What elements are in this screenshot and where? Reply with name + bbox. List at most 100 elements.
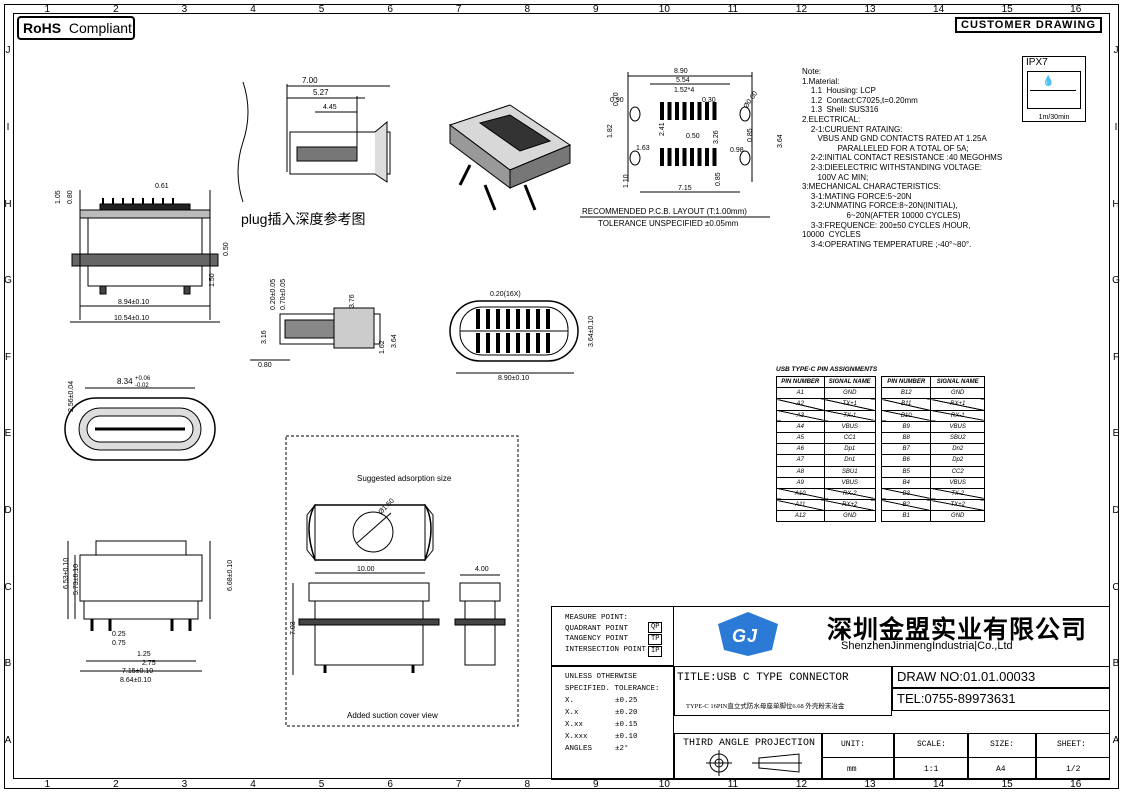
bottom-d-125: 1.25 [137,651,151,658]
grid-column-number: 9 [593,4,599,15]
pcb-d-030: 0.30 [702,97,716,104]
section-d-080: 0.80 [258,362,272,369]
grid-column-number: 4 [250,4,256,15]
tolerance-precision: X.xx [565,721,584,729]
pin-table-cell: B10 [880,409,932,422]
code-ip: IP [648,646,663,657]
size-label: SIZE: [990,740,1015,749]
grid-row-letter: E [1112,428,1120,440]
projection-label: THIRD ANGLE PROJECTION [683,738,816,749]
grid-row-letter: J [5,45,11,57]
rohs-badge: RoHS Compliant [17,16,135,40]
grid-column-number: 10 [658,4,670,15]
grid-column-number: 6 [387,779,393,790]
grid-column-number: 14 [933,4,945,15]
pin-table-cell: RX+1 [930,398,985,411]
measure-codes: QP TP IP [648,622,663,657]
drawing-frame [13,13,1110,779]
pin-table-cell: TX-1 [823,409,877,422]
side-view-drawing: 1.05 0.80 0.61 0.50 1.50 8.94±0.10 10.54… [55,183,230,323]
pcb-caption-1: RECOMMENDED P.C.B. LAYOUT (T:1.00mm) [582,207,747,216]
pin-table-cell: A7 [776,454,825,467]
front-d-890: 8.90±0.10 [498,375,529,382]
grid-row-letter: E [4,428,12,440]
pcb-d-715: 7.15 [678,185,692,192]
notes-block: Note: 1.Material: 1.1 Housing: LCP 1.2 C… [802,67,1003,249]
pin-table-cell: B11 [880,398,932,411]
plug-caption: plug插入深度参考图 [241,211,365,227]
grid-row-letter: A [4,734,12,746]
pin-table-cell: A12 [776,510,825,523]
section-view-drawing: 0.20±0.05 0.70±0.05 3.76 3.16 1.62 3.64 … [250,279,398,369]
plug-d-445: 4.45 [323,104,337,111]
pin-table-cell: Dp1 [823,443,877,456]
pcb-d-364: 3.64 [777,134,784,148]
face-view-drawing: 8.34 +0.06 -0.02 2.56±0.04 [64,376,216,461]
pin-table-cell: B9 [880,420,932,433]
pin-table-cell: A5 [776,431,825,445]
pin-table-cell: A2 [776,398,825,411]
bottom-d-573: 5.73±0.10 [73,564,80,595]
drawing-outer-border [4,4,1119,789]
tolerance-row: X.x±0.20 [565,707,660,719]
code-tp: TP [648,634,663,645]
pin-table-cell: RX+2 [823,499,877,512]
pin-table-cell: CC1 [823,431,877,445]
pcb-d-326: 3.26 [713,130,720,144]
grid-row-letter: C [4,581,12,593]
grid-column-number: 10 [658,779,670,790]
grid-column-number: 2 [113,4,119,15]
pin-table-cell: RX-2 [823,487,877,501]
pin-table-cell: VBUS [823,420,877,433]
title-block-divider [822,757,1110,758]
pcb-d-060: Ø0.60 [743,90,760,110]
pin-table-cell: A4 [776,420,825,433]
plug-d-527: 5.27 [313,88,329,97]
pin-table-header: SIGNAL NAME [930,375,985,389]
pin-table-cell: Dp2 [930,454,985,467]
tolerance-precision: ANGLES [565,745,593,753]
pin-table-cell: B6 [880,454,932,467]
bottom-d-075: 0.75 [112,640,126,647]
pin-table-cell: GND [823,387,877,400]
size-box [968,733,1036,780]
unit-label: UNIT: [841,740,866,749]
ipx-label: IPX7 [1026,57,1048,68]
grid-column-number: 2 [113,779,119,790]
grid-row-letter: C [1112,581,1120,593]
grid-column-number: 5 [318,4,325,15]
section-d-162: 1.62 [379,340,386,354]
tolerance-row: X.xxx±0.10 [565,731,660,743]
unit-value: mm [847,765,857,774]
section-d-376: 3.76 [349,294,356,308]
company-logo: G J [718,612,778,656]
pin-table-cell: Dn2 [930,443,985,456]
pin-table-header: PIN NUMBER [880,375,932,389]
pin-table-cell: Dn1 [823,454,877,467]
pcb-d-152: 1.52*4 [674,87,694,94]
side-d-894: 8.94±0.10 [118,299,149,306]
pin-table-cell: VBUS [930,476,985,489]
pin-table-cell: CC2 [930,465,985,478]
grid-row-letter: G [1112,275,1120,287]
pin-table-cell: SBU1 [823,465,877,478]
grid-column-number: 3 [181,779,188,790]
face-d-834-tol-plus: +0.06 [135,376,151,382]
grid-column-number: 1 [44,779,51,790]
sheet-label: SHEET: [1057,740,1086,749]
grid-column-number: 7 [455,4,462,15]
tolerance-box [551,666,674,780]
measure-qp: QUADRANT POINT [565,624,629,633]
rohs-compliant-label: Compliant [68,20,132,36]
